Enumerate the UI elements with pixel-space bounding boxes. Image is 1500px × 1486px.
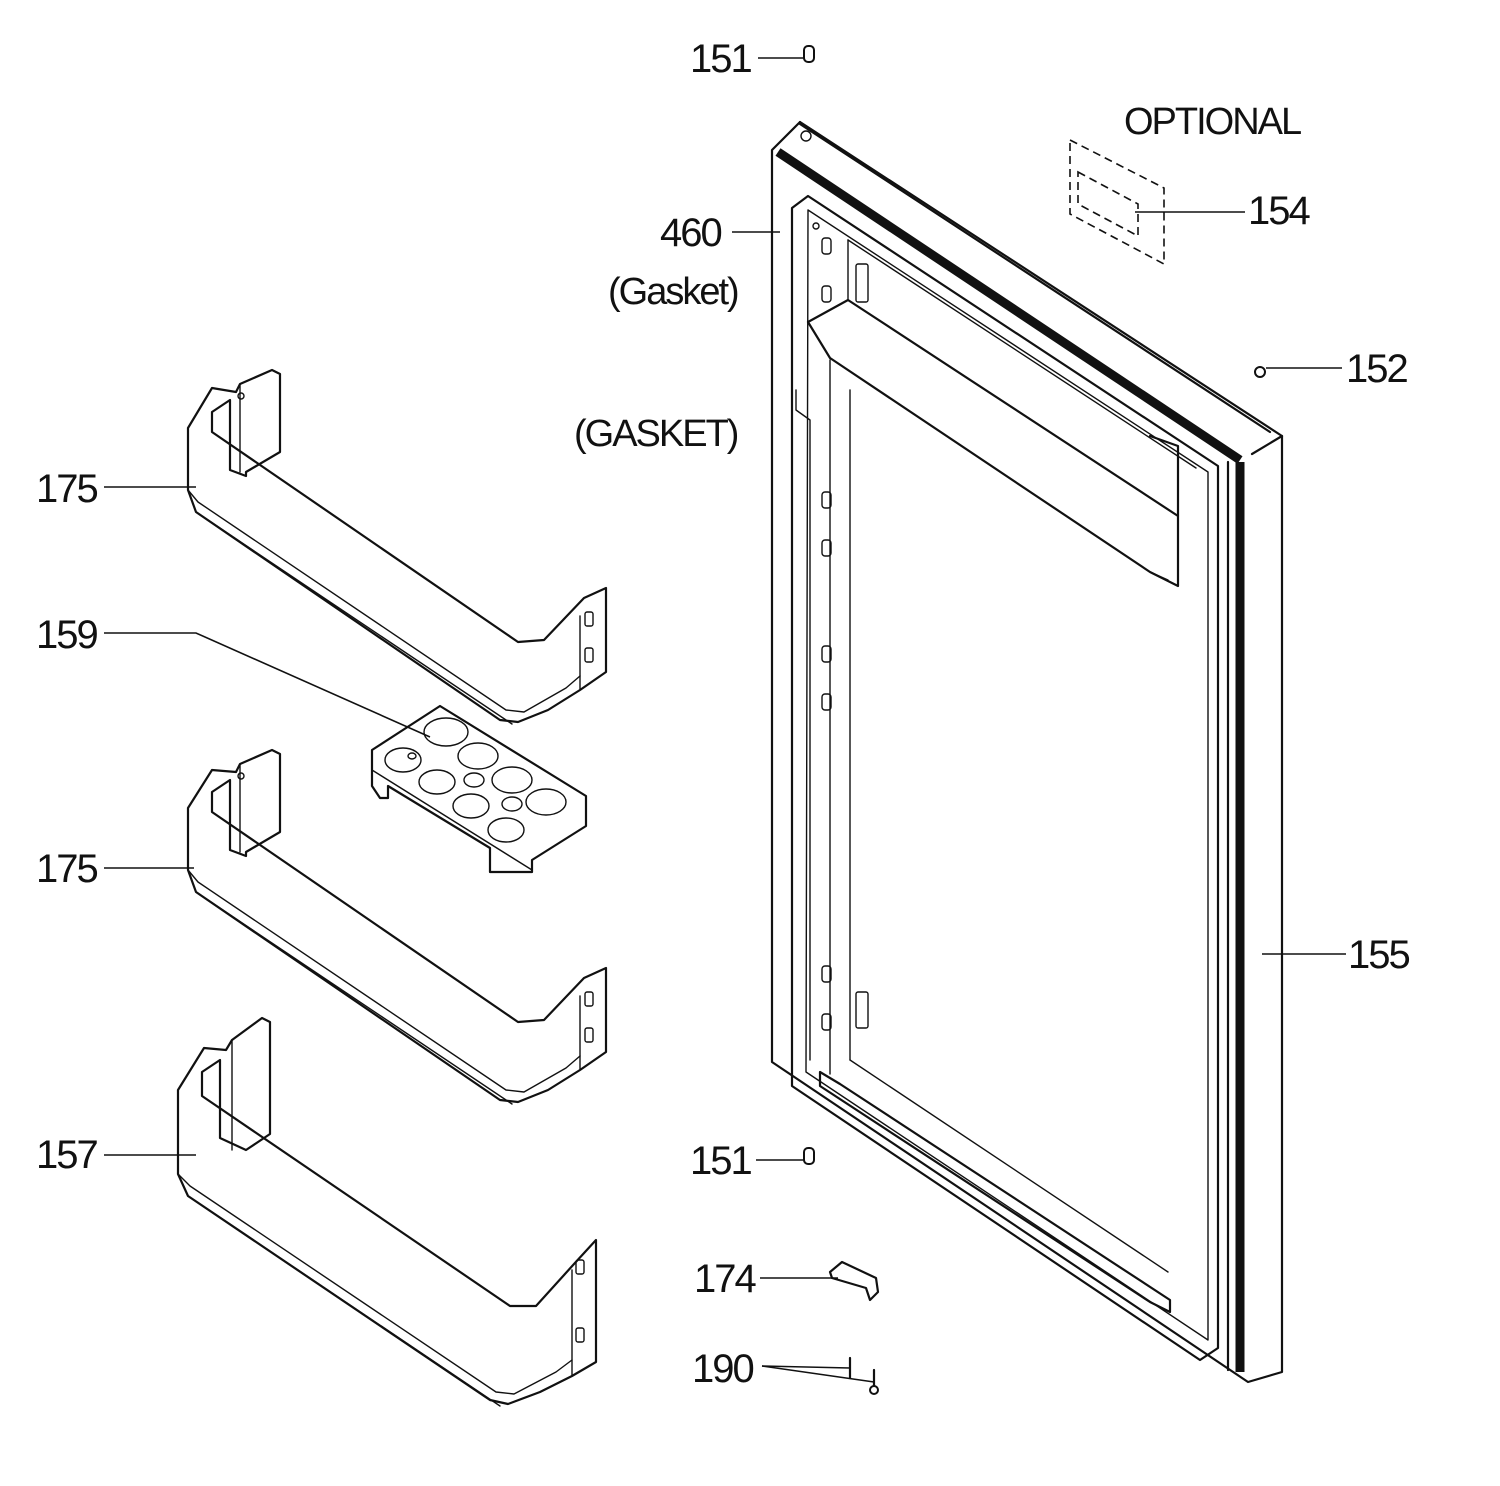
label-gasket-caps: (GASKET) <box>574 413 738 455</box>
door-bin-part-157 <box>176 1016 598 1407</box>
label-154: 154 <box>1248 189 1310 233</box>
door-bin-part-175-middle <box>186 748 608 1105</box>
label-159: 159 <box>36 613 97 657</box>
label-175-upper: 175 <box>36 467 97 511</box>
label-190: 190 <box>692 1347 753 1391</box>
door-bin-part-175-upper <box>186 368 608 725</box>
leader-lines <box>104 57 1346 1383</box>
bracket-part-174 <box>828 1260 880 1302</box>
label-460: 460 <box>660 211 721 255</box>
door-liner-part-155 <box>770 120 1284 1384</box>
label-152: 152 <box>1346 347 1407 391</box>
cap-part-151-bottom <box>803 1147 815 1165</box>
label-155: 155 <box>1348 933 1409 977</box>
callout-labels: 151 OPTIONAL 154 460 (Gasket) 152 (GASKE… <box>36 37 1411 1391</box>
label-optional: OPTIONAL <box>1124 101 1301 143</box>
optional-decor-part-154 <box>1069 138 1165 266</box>
label-151-bottom: 151 <box>690 1139 751 1183</box>
label-174: 174 <box>694 1257 756 1301</box>
egg-tray-part-159 <box>370 704 588 874</box>
label-175-middle: 175 <box>36 847 97 891</box>
label-157: 157 <box>36 1133 97 1177</box>
screw-part-152 <box>1254 366 1266 378</box>
cap-part-151-top <box>803 45 815 63</box>
screws-part-190 <box>848 1356 879 1395</box>
label-151-top: 151 <box>690 37 751 81</box>
label-gasket-paren: (Gasket) <box>608 271 738 313</box>
